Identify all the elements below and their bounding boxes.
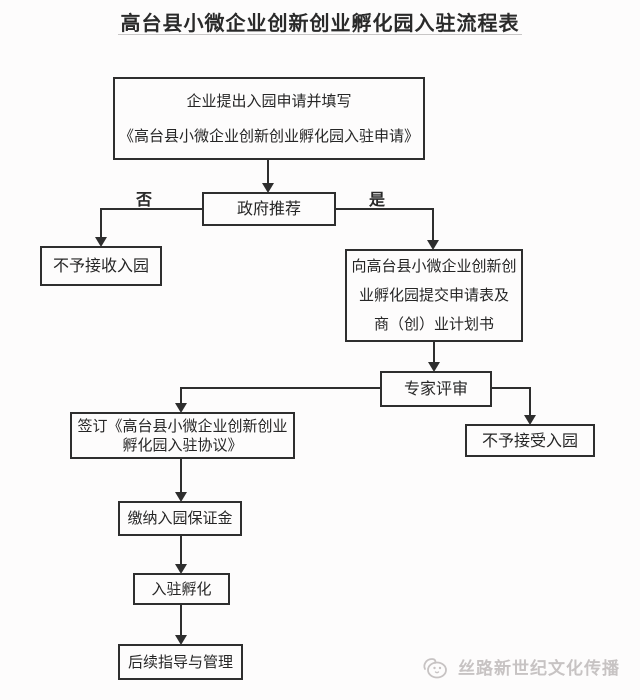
arrowhead-deposit-incubate [175, 564, 187, 574]
connector-sign-deposit [180, 459, 182, 493]
arrowhead-submit-review [428, 362, 440, 372]
connector-apply-gov [267, 160, 269, 184]
connector-review-sign-vertical [180, 387, 182, 404]
arrowhead-yes-branch [427, 240, 439, 250]
flow-node-apply-line2: 《高台县小微企业创新创业孵化园入驻申请》 [118, 126, 419, 145]
page-title: 高台县小微企业创新创业孵化园入驻流程表 [120, 11, 520, 35]
flow-node-manage: 后续指导与管理 [118, 644, 243, 680]
connector-no-vertical [100, 208, 102, 238]
connector-review-sign-horizontal [180, 387, 380, 389]
connector-incubate-manage [180, 605, 182, 636]
arrowhead-review-sign [175, 403, 187, 413]
flow-node-gov-label: 政府推荐 [236, 199, 301, 218]
flow-node-reject-accept-label: 不予接受入园 [481, 430, 578, 450]
flow-node-apply-line1: 企业提出入园申请并填写 [186, 91, 352, 110]
flow-node-reject-receive: 不予接收入园 [40, 246, 162, 286]
arrowhead-apply-gov [262, 183, 274, 193]
flow-node-sign-line1: 签订《高台县小微企业创新创业 [77, 416, 288, 435]
branch-label-no: 否 [136, 190, 153, 209]
connector-submit-review [433, 342, 435, 363]
flow-node-sign-line2: 孵化园入驻协议》 [122, 435, 243, 454]
flow-node-reject-receive-label: 不予接收入园 [52, 256, 149, 275]
flow-node-review: 专家评审 [380, 371, 492, 407]
flow-node-submit-line1: 向高台县小微企业创新创 [351, 257, 517, 276]
flow-node-review-label: 专家评审 [403, 379, 468, 398]
connector-no-horizontal [100, 208, 202, 210]
face-logo-icon [422, 655, 452, 679]
flow-node-apply: 企业提出入园申请并填写 《高台县小微企业创新创业孵化园入驻申请》 [113, 77, 425, 160]
flow-node-manage-label: 后续指导与管理 [127, 652, 233, 671]
watermark: 丝路新世纪文化传播 [422, 654, 620, 679]
arrowhead-sign-deposit [175, 492, 187, 502]
connector-review-reject-vertical [529, 387, 531, 416]
flow-node-incubate-label: 入驻孵化 [151, 579, 212, 598]
flow-node-submit-line2: 业孵化园提交申请表及 [358, 286, 509, 305]
title-underline [118, 34, 522, 35]
flow-node-reject-accept: 不予接受入园 [465, 424, 595, 457]
connector-yes-vertical [432, 208, 434, 241]
arrowhead-review-reject [524, 415, 536, 425]
flow-node-incubate: 入驻孵化 [133, 573, 230, 605]
flow-node-deposit-label: 缴纳入园保证金 [127, 509, 233, 528]
arrowhead-incubate-manage [175, 635, 187, 645]
flow-node-sign: 签订《高台县小微企业创新创业 孵化园入驻协议》 [70, 412, 295, 459]
flow-node-deposit: 缴纳入园保证金 [118, 501, 242, 536]
arrowhead-no-branch [95, 237, 107, 247]
connector-deposit-incubate [180, 536, 182, 565]
watermark-text: 丝路新世纪文化传播 [458, 659, 620, 679]
connector-yes-horizontal [336, 208, 434, 210]
branch-label-yes: 是 [369, 190, 386, 209]
connector-review-reject-horizontal [492, 387, 531, 389]
flow-node-gov: 政府推荐 [202, 192, 336, 226]
flow-node-submit: 向高台县小微企业创新创 业孵化园提交申请表及 商（创）业计划书 [345, 249, 523, 342]
flow-node-submit-line3: 商（创）业计划书 [373, 314, 494, 333]
